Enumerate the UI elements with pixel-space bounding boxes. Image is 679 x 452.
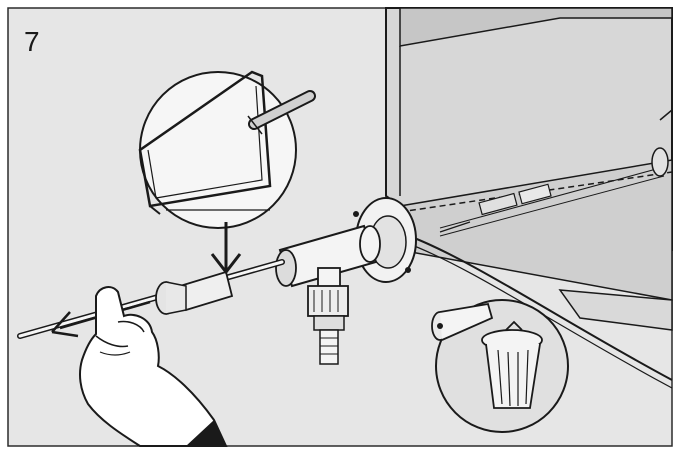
step-number: 7 <box>24 28 40 56</box>
